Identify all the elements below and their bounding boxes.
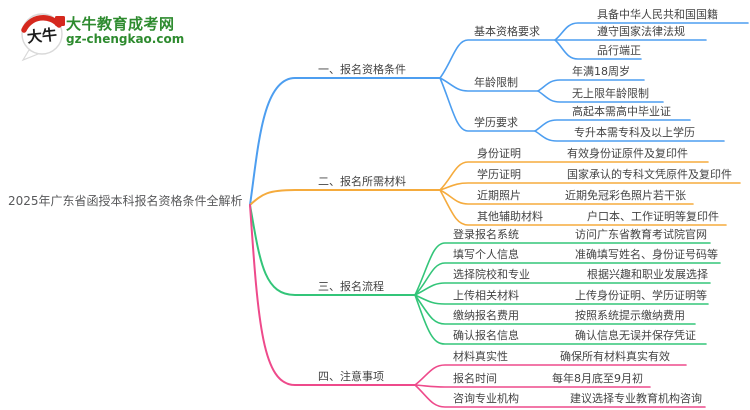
branch2-child-photo: 近期照片 (477, 189, 521, 202)
leaf-pay-detail: 按照系统提示缴纳费用 (575, 309, 685, 322)
branch1-child-education: 学历要求 (474, 116, 518, 129)
branch2-connectors (249, 161, 741, 226)
branch1-connectors (249, 22, 749, 206)
leaf-fill-detail: 准确填写姓名、身份证号码等 (575, 248, 718, 261)
branch4-label: 四、注意事项 (318, 370, 384, 383)
leaf-age-18: 年满18周岁 (572, 65, 630, 78)
branch1-child-basic: 基本资格要求 (474, 25, 540, 38)
branch1-child-age: 年龄限制 (474, 76, 518, 89)
leaf-authentic-detail: 确保所有材料真实有效 (560, 350, 670, 363)
leaf-photo-detail: 近期免冠彩色照片若干张 (565, 189, 686, 202)
leaf-choose-detail: 根据兴趣和职业发展选择 (587, 268, 708, 281)
leaf-confirm-detail: 确认信息无误并保存凭证 (575, 329, 696, 342)
branch4-note-consult: 咨询专业机构 (453, 392, 519, 405)
branch1-label: 一、报名资格条件 (318, 63, 406, 76)
leaf-other-detail: 户口本、工作证明等复印件 (587, 210, 719, 223)
leaf-age-nolimit: 无上限年龄限制 (572, 87, 649, 100)
leaf-login-detail: 访问广东省教育考试院官网 (575, 228, 707, 241)
leaf-time-detail: 每年8月底至9月初 (552, 372, 643, 385)
site-url[interactable]: gz-chengkao.com (66, 32, 185, 46)
branch3-step-login: 登录报名系统 (453, 228, 519, 241)
branch2-child-id: 身份证明 (477, 147, 521, 160)
leaf-id-copy: 有效身份证原件及复印件 (567, 147, 688, 160)
leaf-diploma-copy: 国家承认的专科文凭原件及复印件 (567, 168, 732, 181)
leaf-college: 专升本需专科及以上学历 (574, 126, 695, 139)
branch2-child-diploma: 学历证明 (477, 168, 521, 181)
logo-mark-text: 大牛 (26, 25, 58, 46)
leaf-consult-detail: 建议选择专业教育机构咨询 (570, 392, 702, 405)
branch3-step-choose: 选择院校和专业 (453, 268, 530, 281)
leaf-conduct: 品行端正 (597, 44, 641, 57)
logo-seal-icon (55, 16, 65, 26)
site-name[interactable]: 大牛教育成考网 (66, 15, 175, 33)
branch2-label: 二、报名所需材料 (318, 175, 406, 188)
branch3-step-upload: 上传相关材料 (453, 289, 519, 302)
branch4-note-authentic: 材料真实性 (453, 350, 508, 363)
branch3-step-pay: 缴纳报名费用 (453, 309, 519, 322)
leaf-nationality: 具备中华人民共和国国籍 (597, 8, 718, 21)
leaf-law: 遵守国家法律法规 (597, 25, 685, 38)
branch3-step-confirm: 确认报名信息 (453, 329, 519, 342)
branch4-connectors (249, 204, 706, 408)
branch2-child-other: 其他辅助材料 (477, 210, 543, 223)
mindmap-root-title: 2025年广东省函授本科报名资格条件全解析 (8, 194, 243, 208)
branch3-label: 三、报名流程 (318, 280, 384, 293)
leaf-upload-detail: 上传身份证明、学历证明等 (575, 289, 707, 302)
site-logo: 大牛 (21, 13, 65, 62)
branch3-connectors (249, 204, 721, 345)
branch3-step-fill: 填写个人信息 (453, 248, 519, 261)
branch4-note-time: 报名时间 (453, 372, 497, 385)
leaf-highschool: 高起本需高中毕业证 (572, 105, 671, 118)
